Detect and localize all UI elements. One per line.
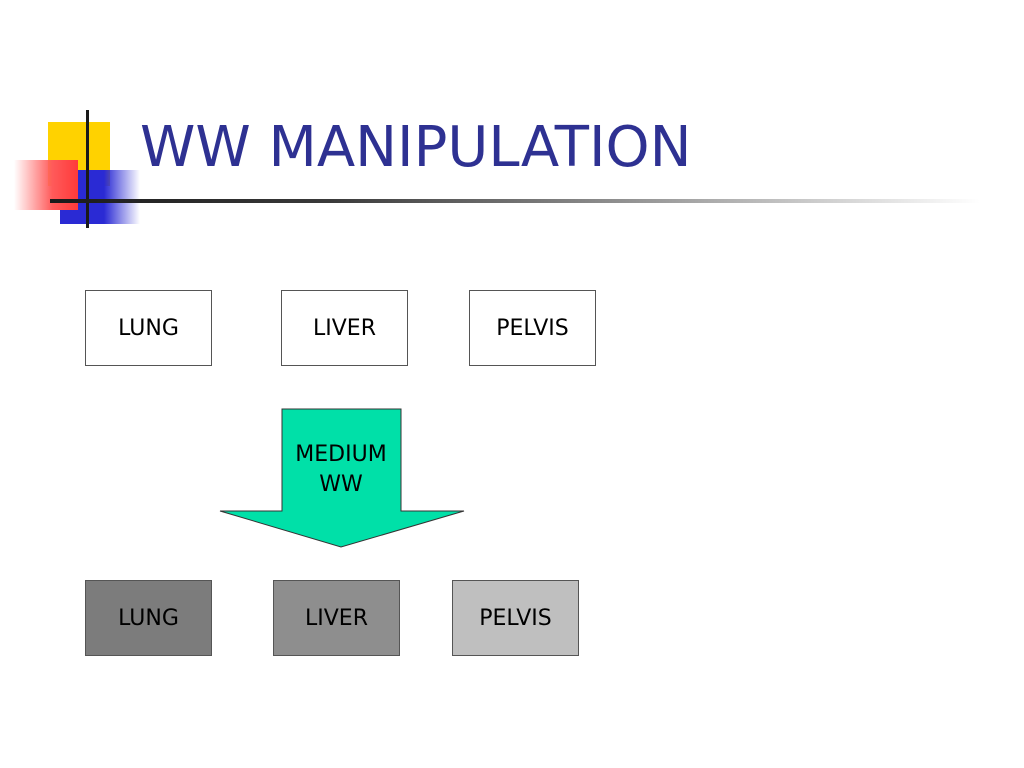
arrow-label: MEDIUM WW — [282, 440, 400, 500]
top-box-liver: LIVER — [281, 290, 408, 366]
bottom-box-liver: LIVER — [273, 580, 400, 656]
arrow-label-line2: WW — [319, 472, 363, 497]
slide-title: WW MANIPULATION — [140, 115, 692, 180]
top-box-pelvis: PELVIS — [469, 290, 596, 366]
arrow-label-line1: MEDIUM — [295, 442, 387, 467]
logo-vertical-line — [86, 110, 89, 228]
bottom-box-pelvis: PELVIS — [452, 580, 579, 656]
bottom-box-lung: LUNG — [85, 580, 212, 656]
top-box-lung: LUNG — [85, 290, 212, 366]
down-arrow-shape — [219, 408, 465, 548]
title-underline — [50, 199, 980, 203]
down-arrow — [219, 408, 465, 548]
